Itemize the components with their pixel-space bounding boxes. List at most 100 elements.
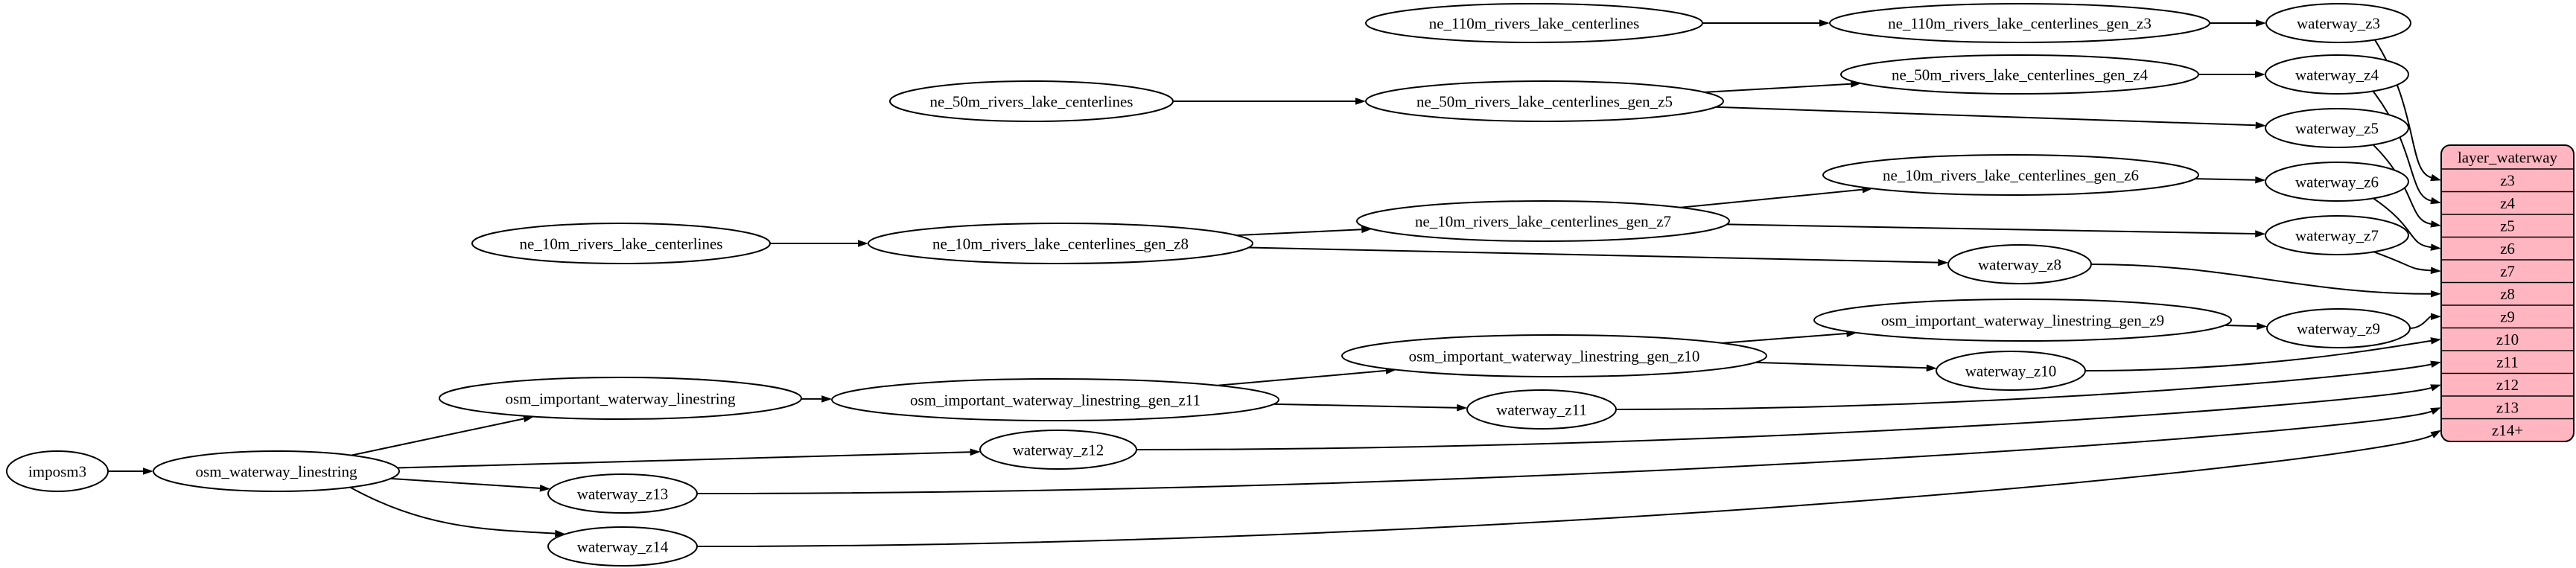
edge-3-line [390,477,541,489]
node-waterway_z13: waterway_z13 [547,473,698,514]
edge-10-arrowhead [2257,322,2268,330]
node-osm_important_waterway_linestring_gen_z9-shape [1813,299,2232,342]
node-ne_110m_rivers_lake_centerlines_gen_z3-shape [1829,3,2210,43]
edge-waterway_z14-to-layer_waterway-z14+ [696,430,2441,547]
node-osm_important_waterway_linestring_gen_z10-shape [1341,334,1767,377]
edge-19-line [1248,246,1939,264]
node-waterway_z12: waterway_z12 [979,430,1137,470]
node-waterway_z11-label: waterway_z11 [1496,401,1587,418]
node-waterway_z10-label: waterway_z10 [1965,362,2056,380]
node-waterway_z5: waterway_z5 [2265,108,2409,148]
edge-14-line [1704,83,1851,93]
nodes-layer: imposm3 osm_waterway_linestring osm_import… [6,3,2411,567]
edge-osm_important_waterway_linestring-to-osm_important_waterway_linestring_gen_z11 [801,395,833,403]
edge-ne_110m_rivers_lake_centerlines_gen_z3-to-waterway_z3 [2210,19,2266,27]
node-waterway_z4-shape [2265,54,2409,95]
edge-25-line [2372,144,2432,225]
node-osm_important_waterway_linestring_gen_z11-shape [831,378,1279,421]
edge-imposm3-to-osm_waterway_linestring [108,468,153,475]
edge-osm_waterway_linestring-to-osm_important_waterway_linestring [351,415,535,456]
node-waterway_z8: waterway_z8 [1947,244,2092,284]
edge-24-line [2372,90,2432,202]
edge-16-arrowhead [2255,71,2265,78]
record-body [2440,144,2575,442]
node-ne_110m_rivers_lake_centerlines_gen_z3: ne_110m_rivers_lake_centerlines_gen_z3 [1829,3,2210,43]
edge-12-arrowhead [2256,19,2266,27]
edge-11-arrowhead [1819,19,1830,27]
edge-osm_important_waterway_linestring_gen_z10-to-waterway_z10 [1755,361,1937,372]
node-imposm3: imposm3 [6,450,109,492]
edge-osm_waterway_linestring-to-waterway_z13 [390,477,550,492]
edge-8-line [1722,333,1847,344]
node-ne_50m_rivers_lake_centerlines_gen_z5-label: ne_50m_rivers_lake_centerlines_gen_z5 [1416,92,1673,110]
edge-5-arrowhead [821,395,833,403]
node-waterway_z4-label: waterway_z4 [2295,66,2379,83]
edge-ne_50m_rivers_lake_centerlines-to-ne_50m_rivers_lake_centerlines_gen_z5 [1173,98,1366,105]
edge-32-arrowhead [2430,384,2441,392]
edge-30-line [2084,339,2432,371]
edge-23-arrowhead [2430,173,2441,182]
edge-waterway_z10-to-layer_waterway-z10 [2084,337,2441,371]
node-waterway_z14-label: waterway_z14 [577,537,669,555]
record-row-z5: z5 [2500,217,2515,235]
record-layer_waterway: layer_waterwayz3z4z5z6z7z8z9z10z11z12z13… [2440,144,2575,442]
node-ne_110m_rivers_lake_centerlines-label: ne_110m_rivers_lake_centerlines [1429,14,1640,32]
edge-ne_10m_rivers_lake_centerlines_gen_z7-to-waterway_z7 [1726,223,2266,237]
node-waterway_z11: waterway_z11 [1466,389,1617,430]
node-ne_10m_rivers_lake_centerlines_gen_z7-shape [1356,200,1730,242]
edge-18-line [1235,229,1362,237]
edge-waterway_z7-to-layer_waterway-z7 [2372,250,2441,275]
node-ne_110m_rivers_lake_centerlines_gen_z3-label: ne_110m_rivers_lake_centerlines_gen_z3 [1888,14,2152,32]
edge-28-line [2090,264,2432,295]
edge-27-line [2372,250,2432,272]
node-ne_50m_rivers_lake_centerlines_gen_z4-shape [1840,54,2199,95]
edge-7-arrowhead [1457,403,1468,412]
node-waterway_z10-shape [1936,351,2086,391]
edge-21-line [1726,223,2256,235]
edge-28-arrowhead [2431,290,2441,298]
node-osm_important_waterway_linestring_gen_z9: osm_important_waterway_linestring_gen_z9 [1813,299,2232,342]
edge-15-line [1715,106,2256,127]
edge-1-line [351,418,524,456]
node-waterway_z7: waterway_z7 [2265,215,2409,255]
record-row-z14+: z14+ [2492,421,2523,439]
edge-3-arrowhead [539,485,550,492]
node-waterway_z3: waterway_z3 [2265,3,2411,43]
record-row-z13: z13 [2496,399,2519,417]
edge-osm_important_waterway_linestring_gen_z11-to-waterway_z11 [1273,403,1468,412]
edge-waterway_z9-to-layer_waterway-z9 [2409,313,2441,329]
edge-21-arrowhead [2255,230,2266,237]
edge-osm_waterway_linestring-to-waterway_z14 [349,486,566,537]
edge-waterway_z11-to-layer_waterway-z11 [1615,360,2441,410]
record-row-z4: z4 [2500,194,2515,212]
edge-15-arrowhead [2255,121,2266,130]
node-osm_waterway_linestring-label: osm_waterway_linestring [196,462,357,480]
node-waterway_z12-label: waterway_z12 [1013,441,1104,459]
node-ne_10m_rivers_lake_centerlines_gen_z6-shape [1822,154,2199,196]
node-ne_10m_rivers_lake_centerlines-shape [471,223,771,264]
edge-waterway_z5-to-layer_waterway-z5 [2372,144,2441,228]
edge-ne_50m_rivers_lake_centerlines_gen_z5-to-ne_50m_rivers_lake_centerlines_gen_z4 [1704,80,1862,93]
node-waterway_z10: waterway_z10 [1936,351,2086,391]
edge-29-line [2409,316,2432,329]
record-row-z3: z3 [2500,172,2515,190]
node-waterway_z14-shape [547,526,698,567]
node-ne_50m_rivers_lake_centerlines_gen_z4-label: ne_50m_rivers_lake_centerlines_gen_z4 [1892,66,2149,83]
edge-32-line [1136,386,2432,450]
node-ne_10m_rivers_lake_centerlines_gen_z8: ne_10m_rivers_lake_centerlines_gen_z8 [868,223,1253,264]
edge-4-arrowhead [555,529,566,537]
node-waterway_z5-label: waterway_z5 [2295,119,2379,137]
node-waterway_z6-label: waterway_z6 [2295,173,2379,191]
node-osm_important_waterway_linestring: osm_important_waterway_linestring [439,377,802,420]
record-row-z12: z12 [2496,376,2519,394]
record-row-z6: z6 [2500,240,2515,258]
node-waterway_z13-shape [547,473,698,514]
node-waterway_z9-label: waterway_z9 [2297,319,2380,337]
node-waterway_z8-label: waterway_z8 [1978,255,2061,273]
edge-34-arrowhead [2430,430,2441,438]
edge-waterway_z12-to-layer_waterway-z12 [1136,384,2441,450]
edge-waterway_z13-to-layer_waterway-z13 [696,407,2441,494]
edge-ne_10m_rivers_lake_centerlines_gen_z7-to-ne_10m_rivers_lake_centerlines_gen_z6 [1680,185,1873,208]
